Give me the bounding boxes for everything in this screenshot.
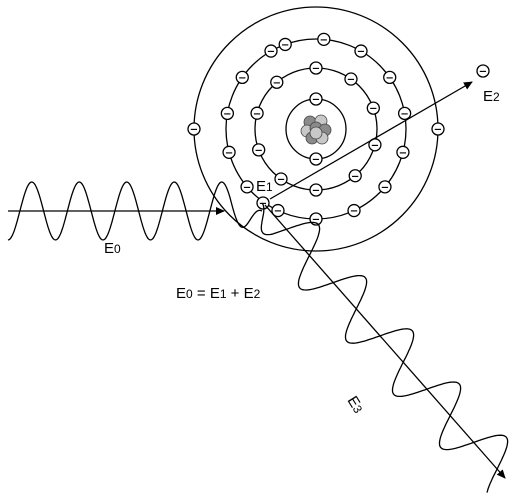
electron-shell4-1: − (431, 122, 445, 136)
svg-text:−: − (350, 206, 358, 217)
electron-shell2-7: − (274, 172, 288, 186)
electron-shell3-10: − (271, 203, 285, 218)
electron-shell4-2: − (187, 122, 201, 136)
electron-shell2-10: − (270, 75, 284, 89)
svg-text:−: − (357, 47, 365, 58)
electron-shell3-8: − (347, 203, 361, 218)
scattered-photon-wave (260, 202, 509, 493)
svg-text:−: − (479, 67, 487, 78)
electron-shell1-2: − (309, 152, 323, 166)
svg-text:−: − (320, 35, 328, 46)
electron-shell3-5: − (397, 106, 412, 121)
electron-shell3-12: − (222, 145, 236, 159)
svg-text:−: − (267, 47, 275, 58)
electron-shell3-3: − (354, 44, 368, 58)
svg-text:−: − (312, 215, 320, 226)
incoming-photon-wave (7, 181, 263, 241)
svg-text:−: − (312, 186, 320, 197)
svg-text:−: − (434, 125, 442, 136)
electron-free: − (476, 64, 490, 78)
svg-text:−: − (399, 148, 407, 159)
svg-text:−: − (254, 145, 262, 156)
nucleon-8 (309, 126, 323, 140)
ejected-electron: − (476, 64, 490, 78)
svg-text:−: − (381, 182, 389, 193)
svg-text:−: − (386, 73, 394, 84)
svg-text:−: − (277, 175, 285, 186)
svg-text:−: − (223, 109, 231, 120)
label-e0: E0 (104, 240, 121, 257)
label-e3: E3 (344, 393, 367, 416)
svg-text:−: − (238, 73, 246, 84)
ejected-electron-arrow (269, 81, 473, 200)
electron-shell2-2: − (344, 72, 358, 86)
electron-shell3-14: − (235, 70, 249, 85)
electron-shell3-7: − (378, 180, 392, 194)
svg-text:−: − (312, 95, 320, 106)
electron-shell2-9: − (250, 106, 264, 120)
electron-shell3-11: − (240, 180, 254, 194)
electron-shell3-2: − (317, 32, 331, 46)
electron-shell2-3: − (366, 101, 380, 115)
label-e1: E1 (256, 178, 273, 195)
electron-shell1-1: − (309, 92, 323, 106)
electron-shell2-1: − (309, 61, 323, 75)
label-e2: E2 (483, 88, 500, 105)
svg-text:−: − (190, 125, 198, 136)
scattered-photon-arrow (264, 204, 506, 479)
nucleus (300, 114, 332, 145)
electron-shell2-5: − (348, 169, 362, 183)
electron-shell3-1: − (278, 37, 292, 52)
electron-shell2-6: − (309, 183, 323, 197)
electron-shell3-15: − (264, 44, 278, 58)
electron-shell3-6: − (396, 145, 410, 159)
svg-text:−: − (351, 171, 359, 182)
svg-text:−: − (253, 109, 261, 120)
svg-text:−: − (312, 155, 320, 166)
svg-text:−: − (281, 40, 289, 51)
svg-text:−: − (347, 75, 355, 86)
svg-text:−: − (225, 148, 233, 159)
svg-text:−: − (243, 182, 251, 193)
svg-text:−: − (312, 64, 320, 75)
electron-shell3-13: − (220, 106, 235, 121)
electron-shell3-4: − (383, 70, 397, 85)
electron-shell3-9: − (309, 212, 323, 226)
svg-text:−: − (400, 109, 408, 120)
svg-text:−: − (274, 206, 282, 217)
energy-equation: E0 = E1 + E2 (176, 285, 261, 302)
electron-shell2-8: − (252, 143, 266, 157)
electrons: −−−−−−−−−−−−−−−−−−−−−−−−−−−−−− (187, 32, 445, 226)
svg-text:−: − (369, 104, 377, 115)
svg-text:−: − (273, 78, 281, 89)
svg-text:−: − (371, 140, 379, 151)
